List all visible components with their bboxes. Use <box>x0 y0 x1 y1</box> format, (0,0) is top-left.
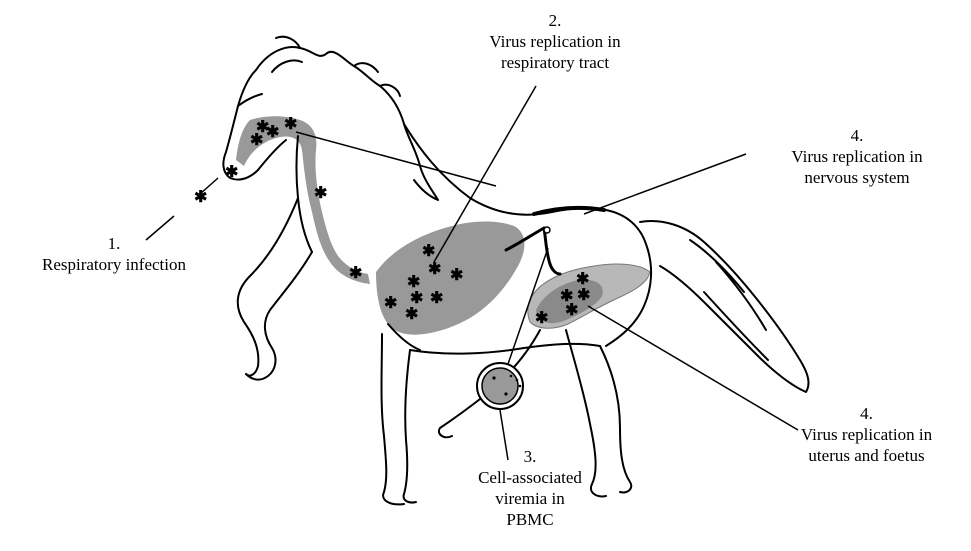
virion-icon: ✱ <box>422 243 435 260</box>
annotation-number: 3. <box>474 446 586 467</box>
virion-icon: ✱ <box>576 271 589 288</box>
annotation-respiratory-tract: 2. Virus replication in respiratory trac… <box>454 10 656 73</box>
annotation-respiratory-infection: 1. Respiratory infection <box>6 233 222 275</box>
annotation-uterus-foetus: 4. Virus replication in uterus and foetu… <box>764 403 969 466</box>
virion-icon: ✱ <box>407 274 420 291</box>
leader-line-1b <box>200 178 218 194</box>
annotation-number: 1. <box>6 233 222 254</box>
virion-icon: ✱ <box>314 185 327 202</box>
virion-icon: ✱ <box>577 287 590 304</box>
leader-line-4a <box>584 154 746 214</box>
virion-icon: ✱ <box>384 295 397 312</box>
annotation-number: 4. <box>752 125 962 146</box>
virion-icon: ✱ <box>194 189 207 206</box>
annotation-viremia: 3. Cell-associated viremia in PBMC <box>474 446 586 530</box>
annotation-text: nervous system <box>752 167 962 188</box>
virion-icon: ✱ <box>225 164 238 181</box>
virion-icon: ✱ <box>450 267 463 284</box>
annotation-text: Virus replication in <box>752 146 962 167</box>
virion-icon: ✱ <box>565 302 578 319</box>
annotation-text: respiratory tract <box>454 52 656 73</box>
virion-icon: ✱ <box>535 310 548 327</box>
annotation-nervous-system: 4. Virus replication in nervous system <box>752 125 962 188</box>
annotation-text: viremia in <box>474 488 586 509</box>
virion-icon: ✱ <box>266 124 279 141</box>
annotation-text: Cell-associated <box>474 467 586 488</box>
annotation-number: 4. <box>764 403 969 424</box>
annotation-number: 2. <box>454 10 656 31</box>
virion-icon: ✱ <box>349 265 362 282</box>
virion-icon: ✱ <box>430 290 443 307</box>
virion-icon: ✱ <box>405 306 418 323</box>
annotation-text: Virus replication in <box>764 424 969 445</box>
virion-icon: ✱ <box>428 261 441 278</box>
virion-icon: ✱ <box>250 132 263 149</box>
annotation-text: Virus replication in <box>454 31 656 52</box>
pbmc-cell-icon <box>477 363 523 409</box>
horse-outline <box>223 37 808 505</box>
virion-icon: ✱ <box>410 290 423 307</box>
annotation-text: PBMC <box>474 509 586 530</box>
virion-icon: ✱ <box>284 116 297 133</box>
leader-line-2-branch <box>296 132 496 186</box>
annotation-text: uterus and foetus <box>764 445 969 466</box>
nervous-system <box>506 208 604 274</box>
annotation-text: Respiratory infection <box>6 254 222 275</box>
